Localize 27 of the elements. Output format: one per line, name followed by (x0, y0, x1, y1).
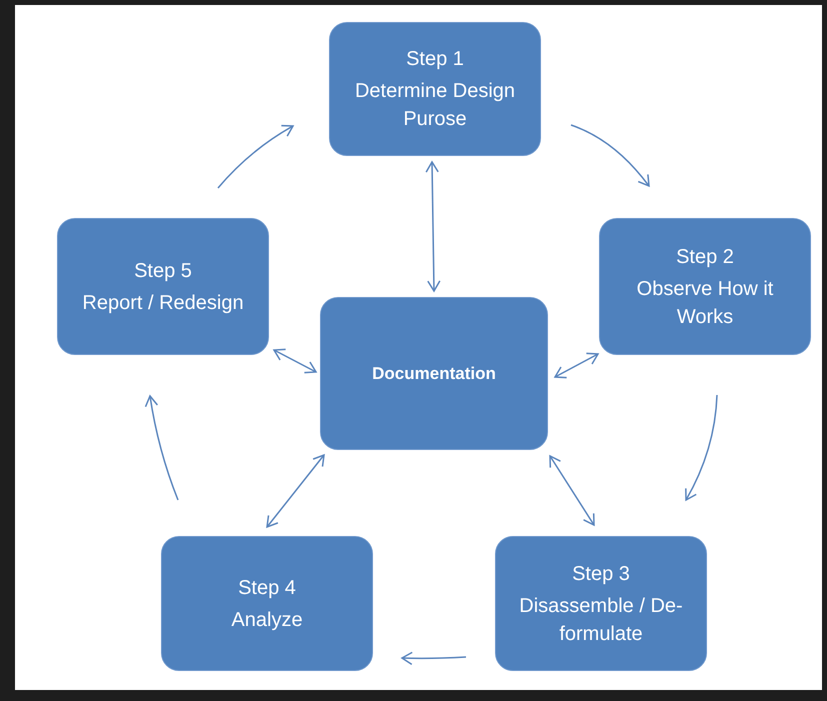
process-box (329, 22, 541, 156)
arrow (570, 124, 650, 187)
process-box (495, 536, 707, 671)
arrow (425, 161, 441, 292)
arrow (266, 454, 325, 528)
arrow (217, 125, 294, 188)
arrow (684, 394, 718, 501)
arrow (401, 652, 466, 666)
step-text: Documentation (372, 362, 496, 384)
process-box (161, 536, 373, 671)
process-box (57, 218, 269, 355)
process-box (599, 218, 811, 355)
step-text: Determine Design Purose (354, 79, 516, 132)
process-box (320, 297, 548, 450)
step-label: Step 5 (134, 258, 192, 284)
arrow (273, 348, 317, 374)
arrow (554, 352, 599, 378)
step-label: Step 3 (572, 562, 630, 586)
arrow (549, 455, 595, 526)
step-text: Observe How it Works (636, 276, 774, 330)
arrow (144, 395, 179, 500)
step-text: Analyze (231, 608, 303, 632)
step-label: Step 1 (406, 47, 464, 72)
step-text: Report / Redesign (82, 290, 244, 316)
step-text: Disassemble / De-formulate (518, 594, 684, 646)
step-label: Step 4 (238, 576, 296, 600)
step-label: Step 2 (676, 244, 734, 270)
